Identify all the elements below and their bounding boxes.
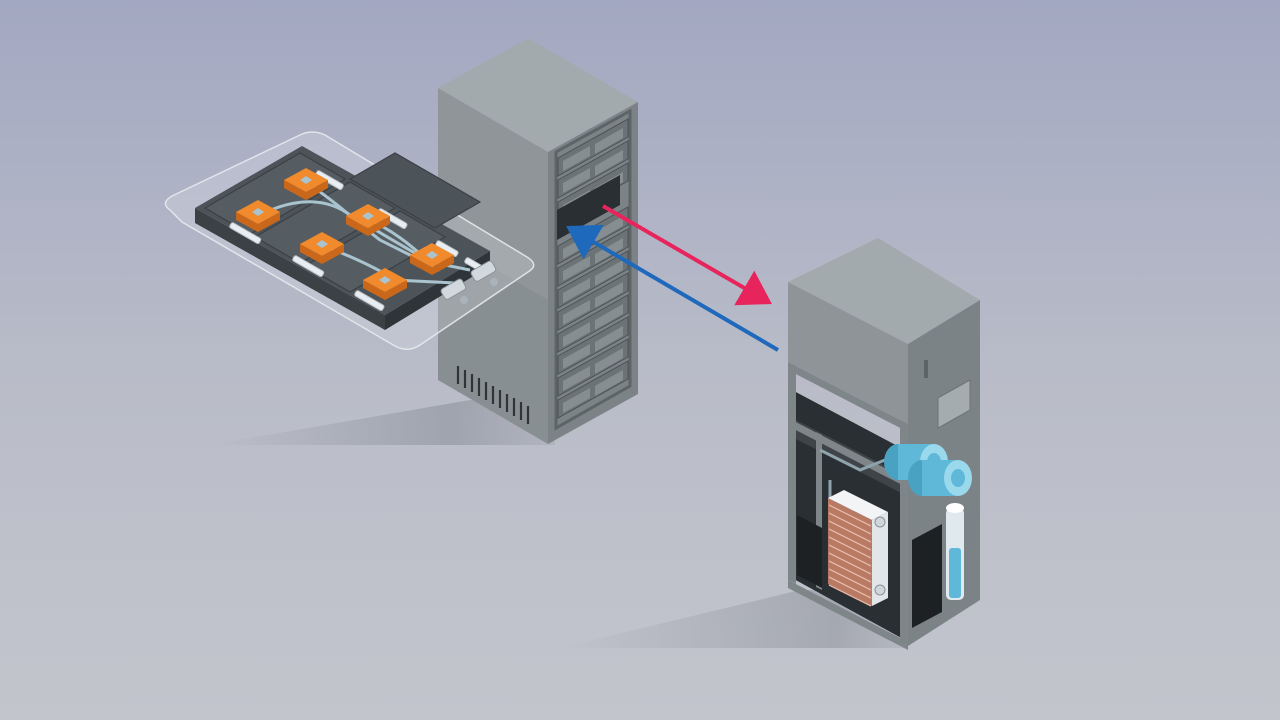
memory-modules: [229, 170, 486, 311]
cpu-chip: [300, 232, 344, 264]
rack-open-slot: [557, 175, 620, 240]
server-blade: [557, 140, 629, 199]
cold-plate-edge-right: [385, 251, 490, 330]
quick-disconnect-fittings: [440, 260, 498, 304]
server-blade: [557, 294, 629, 353]
cpu-chip: [346, 204, 390, 236]
server-blade: [557, 272, 629, 331]
hot-coolant-arrow: [601, 204, 772, 306]
cpu-chip: [236, 200, 280, 232]
cold-coolant-arrow: [566, 224, 780, 352]
cdu-electrical-box: [797, 515, 822, 588]
rack-vents: [456, 366, 530, 424]
rack-door-frame: [554, 108, 632, 431]
cdu-glass-sheen: [788, 282, 908, 424]
rack-top: [438, 38, 638, 152]
cdu-control-panel: [937, 379, 971, 429]
coolant-distribution-unit-icon: [788, 238, 980, 650]
cold-plate-icon: [164, 131, 535, 350]
server-blade: [557, 360, 629, 419]
cold-plate-edge-left: [195, 208, 385, 330]
server-blade: [557, 250, 629, 309]
rack-floor-shadow: [210, 400, 555, 445]
server-blade: [557, 338, 629, 397]
plate-heat-exchanger: [828, 490, 888, 607]
circulation-pumps: [884, 444, 972, 496]
coolant-reservoir: [946, 503, 964, 600]
cdu-floor-shadow: [560, 590, 905, 648]
cpu-chip: [410, 243, 454, 275]
cpu-chip: [363, 268, 407, 300]
cdu-electrical-box-right: [912, 524, 942, 628]
server-blade: [557, 118, 629, 177]
cpu-chip: [284, 168, 328, 200]
cdu-top: [788, 238, 980, 344]
cdu-door-handle: [924, 360, 928, 378]
server-blade: [557, 316, 629, 375]
cdu-front-upper: [788, 282, 908, 424]
cpu-cold-plates: [236, 168, 454, 300]
